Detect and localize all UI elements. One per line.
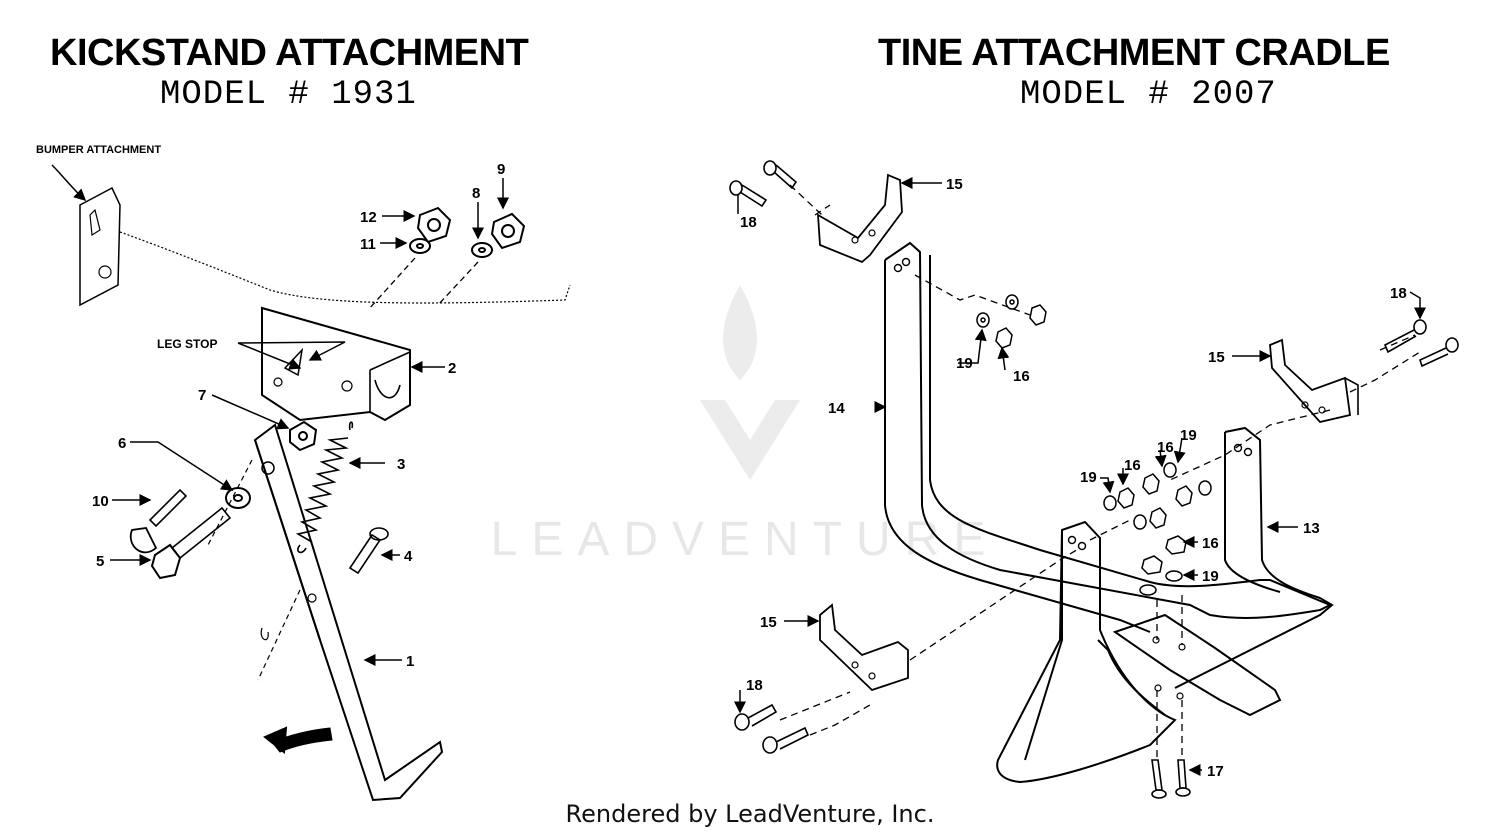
hex-nut-9 <box>490 212 526 250</box>
kickstand-title: KICKSTAND ATTACHMENT <box>50 32 529 74</box>
cradle-model-number: MODEL # 2007 <box>1020 76 1277 114</box>
cradle-callout-16-mid-a: 16 <box>1124 457 1141 474</box>
bolt-18-right-b <box>1419 337 1459 368</box>
kickstand-callout-7: 7 <box>198 387 206 404</box>
cradle-callout-18-right: 18 <box>1390 285 1407 302</box>
bolt-18-top-b <box>729 180 768 208</box>
cradle-callout-16-upper: 16 <box>1013 368 1030 385</box>
kickstand-callout-3: 3 <box>397 456 405 473</box>
bolt-18-right-a <box>1383 319 1427 354</box>
cradle-callout-16-mid-b: 16 <box>1157 439 1174 456</box>
cradle-callout-15-right: 15 <box>1208 349 1225 366</box>
watermark-logo <box>700 285 800 480</box>
cradle-callout-18-lower: 18 <box>746 677 763 694</box>
label-leg-stop: LEG STOP <box>157 337 217 351</box>
kickstand-callout-6: 6 <box>118 435 126 452</box>
label-bumper-attachment: BUMPER ATTACHMENT <box>36 144 161 156</box>
kickstand-callout-1: 1 <box>406 653 414 670</box>
washer-8 <box>471 242 493 258</box>
bolt-18-top-a <box>763 160 798 190</box>
kickstand-callout-9: 9 <box>497 161 505 178</box>
hex-nut-7 <box>289 420 318 452</box>
cradle-callout-19-upper: 19 <box>956 355 973 372</box>
cradle-callout-13: 13 <box>1303 520 1320 537</box>
tine-cradle-assembly <box>729 160 1459 799</box>
kickstand-callout-4: 4 <box>404 548 413 565</box>
cradle-callout-17: 17 <box>1207 763 1224 780</box>
cradle-callout-15-lower: 15 <box>760 614 777 631</box>
spring-3 <box>295 421 354 554</box>
swing-direction-arrow <box>271 727 333 753</box>
kickstand-callout-2: 2 <box>448 360 456 377</box>
kickstand-callout-leaders <box>51 164 509 666</box>
washer-11 <box>409 238 431 254</box>
hex-nut-12 <box>416 206 452 244</box>
cradle-callout-19-mid-b: 19 <box>1180 427 1197 444</box>
bolt-17-a <box>1151 759 1167 799</box>
cradle-callout-18-top: 18 <box>740 214 757 231</box>
kickstand-assembly <box>79 186 571 802</box>
cradle-callout-leaders <box>734 177 1426 776</box>
carriage-bolt-10 <box>129 488 188 554</box>
bolt-17-b <box>1175 759 1191 797</box>
cradle-frame-14 <box>884 241 1333 619</box>
cradle-callout-14: 14 <box>828 400 845 417</box>
cradle-frame-13 <box>1174 426 1334 689</box>
kickstand-leg <box>253 423 444 802</box>
bolt-18-lower-b <box>762 726 810 754</box>
cradle-callout-15-top: 15 <box>946 176 963 193</box>
leg-stop-bracket <box>261 306 411 422</box>
kickstand-callout-12: 12 <box>360 209 377 226</box>
cradle-callout-19-mid-a: 19 <box>1080 469 1097 486</box>
bracket-15-right <box>1269 338 1352 423</box>
kickstand-callout-11: 11 <box>360 236 376 253</box>
cradle-title: TINE ATTACHMENT CRADLE <box>878 32 1390 74</box>
bumper-attachment-plate <box>79 186 121 307</box>
washer-6 <box>225 487 251 509</box>
kickstand-callout-10: 10 <box>92 493 109 510</box>
kickstand-callout-5: 5 <box>96 553 104 570</box>
cradle-callout-19-low: 19 <box>1202 568 1219 585</box>
nut-washer-cluster <box>976 294 1212 596</box>
bracket-15-lower <box>819 603 909 692</box>
bracket-15-top <box>816 173 903 264</box>
kickstand-callout-8: 8 <box>472 185 480 202</box>
footer-credit: Rendered by LeadVenture, Inc. <box>565 800 935 828</box>
kickstand-model-number: MODEL # 1931 <box>160 76 417 114</box>
cradle-skid-bar <box>1112 613 1282 717</box>
pin-4 <box>348 527 389 575</box>
cradle-callout-16-low: 16 <box>1202 535 1219 552</box>
watermark-text: LEADVENTURE <box>491 513 1000 566</box>
bolt-18-lower-a <box>734 703 778 731</box>
hex-bolt-5 <box>150 506 232 580</box>
